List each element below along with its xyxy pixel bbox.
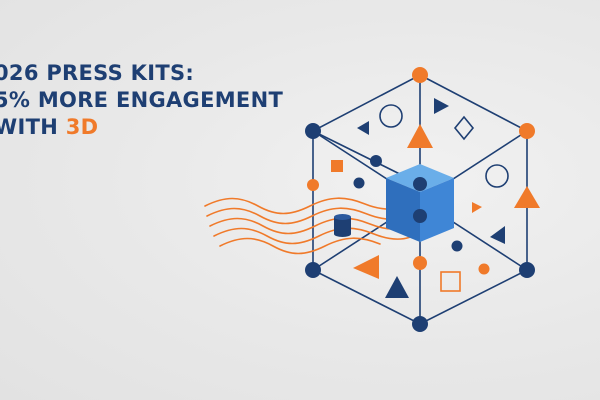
node-dot xyxy=(478,263,490,275)
wave-lines-icon xyxy=(204,197,421,255)
triangle-icon xyxy=(490,226,505,244)
node-dot xyxy=(412,316,428,332)
node-dot xyxy=(413,177,427,191)
triangle-icon xyxy=(353,255,379,279)
square-icon xyxy=(440,271,461,292)
circle-icon xyxy=(485,164,509,188)
node-dot xyxy=(519,123,535,139)
headline: 026 PRESS KITS: 5% MORE ENGAGEMENT WITH … xyxy=(0,60,283,141)
circle-icon xyxy=(379,104,403,128)
headline-line-1: 026 PRESS KITS: xyxy=(0,61,195,85)
node-dot xyxy=(412,67,428,83)
node-dot xyxy=(519,262,535,278)
node-dot xyxy=(305,262,321,278)
orange-nodes xyxy=(307,67,535,275)
node-dot xyxy=(451,240,463,252)
triangle-icon xyxy=(434,98,449,114)
triangle-icon xyxy=(472,202,482,213)
node-dot xyxy=(307,179,319,191)
square-icon xyxy=(331,160,343,172)
triangle-icon xyxy=(357,121,369,135)
headline-accent-3d: 3D xyxy=(65,115,99,139)
triangle-icon xyxy=(385,276,409,298)
node-dot xyxy=(305,123,321,139)
triangle-icon xyxy=(514,186,540,208)
node-dot xyxy=(413,256,427,270)
cylinder-icon xyxy=(334,214,351,237)
triangle-icon xyxy=(407,124,433,148)
node-dot xyxy=(353,177,365,189)
headline-line-3: WITH 3D xyxy=(0,114,283,141)
headline-line-3-prefix: WITH xyxy=(0,115,66,139)
headline-line-2: 5% MORE ENGAGEMENT xyxy=(0,88,284,112)
node-dot xyxy=(370,155,382,167)
navy-nodes xyxy=(305,123,535,332)
node-dot xyxy=(413,209,427,223)
cube-icon xyxy=(386,164,454,242)
network-illustration xyxy=(204,67,540,332)
diamond-icon xyxy=(453,115,475,141)
